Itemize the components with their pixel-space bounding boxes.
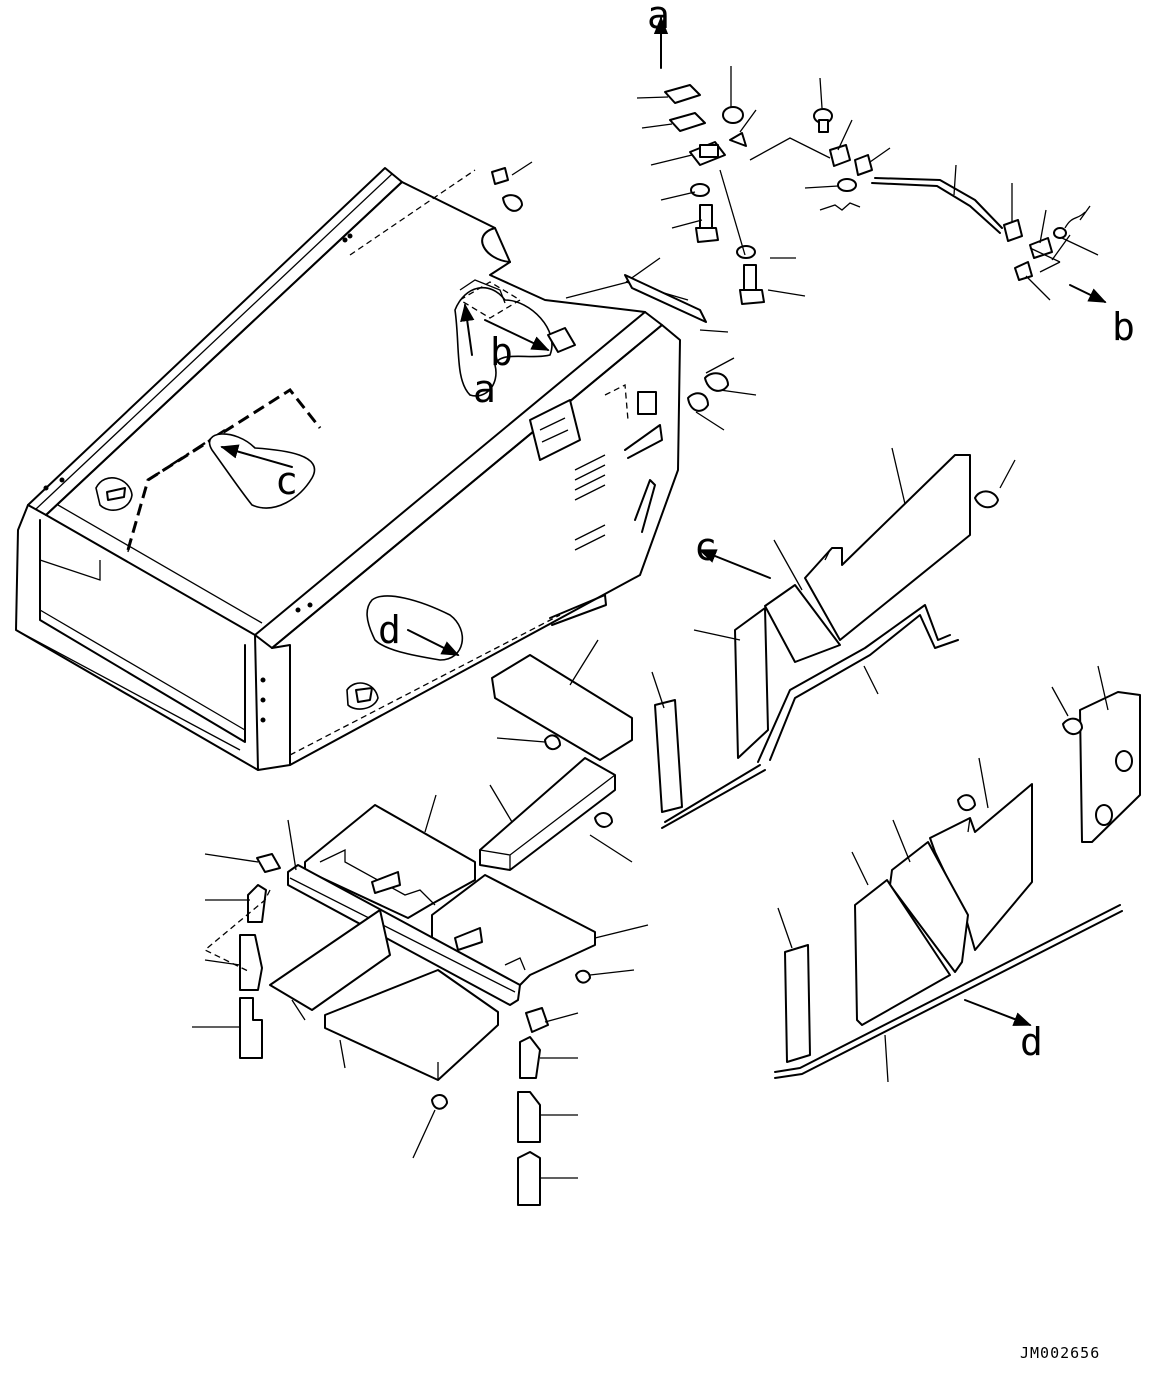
leader-lines-upper — [504, 66, 1099, 431]
view-label-c-right: c — [694, 525, 717, 569]
hood-assembly — [15, 167, 681, 771]
view-label-a-top: a — [647, 0, 670, 37]
small-fasteners — [491, 167, 729, 412]
view-d-insulation: d — [774, 757, 1123, 1083]
latch-linkage: a b — [647, 0, 1135, 349]
view-label-a-hood: a — [473, 367, 496, 411]
view-label-d-right: d — [1020, 1020, 1043, 1064]
leader-lines-lower — [192, 639, 649, 1179]
view-label-b-right: b — [1112, 305, 1135, 349]
leader-lines-middle — [651, 447, 1109, 717]
detail-callouts: c d b a — [95, 279, 576, 710]
view-label-d-hood: d — [378, 608, 401, 652]
view-c-insulation: c — [654, 454, 1141, 843]
drawing-code: JM002656 — [1020, 1344, 1100, 1362]
view-label-b-hood: b — [490, 330, 513, 374]
view-label-c-hood: c — [275, 459, 298, 503]
floor-mat-assembly — [203, 654, 633, 1206]
